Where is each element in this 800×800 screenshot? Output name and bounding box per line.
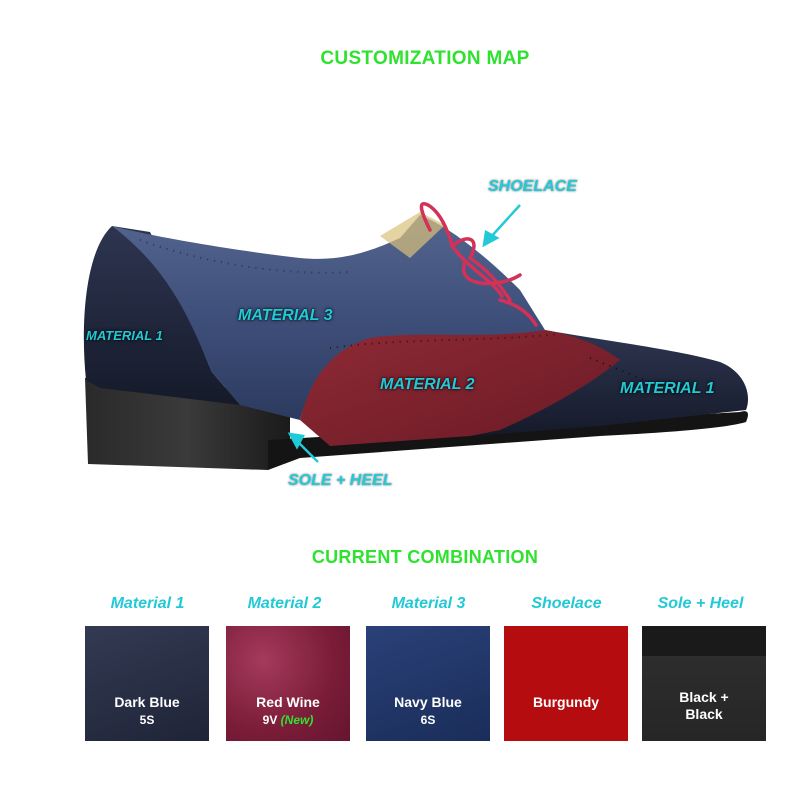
shoelace-drawing [419, 202, 538, 327]
swatch-name-line2: Black [685, 706, 723, 722]
upper-quarter [112, 215, 545, 420]
swatch-code: 9V [262, 713, 278, 727]
swatch-sole-heel: Black + Black [642, 626, 766, 741]
heel-counter [83, 226, 240, 405]
swatch-material-3: Navy Blue 6S [366, 626, 490, 741]
label-sole-heel: Sole + Heel [657, 595, 744, 612]
swatch-code-line: 9V (New) [226, 712, 350, 728]
combination-title: CURRENT COMBINATION [311, 547, 539, 567]
label-shoelace: Shoelace [531, 595, 602, 612]
callout-material-3: MATERIAL 3 [238, 307, 333, 324]
swatch-material-1: Dark Blue 5S [85, 626, 209, 741]
swatch-name: Burgundy [532, 694, 600, 710]
callout-arrows [287, 204, 521, 463]
callout-material-1-heel: MATERIAL 1 [86, 328, 163, 343]
label-material-1: Material 1 [110, 595, 185, 612]
swatch-shoelace: Burgundy [504, 626, 628, 741]
callout-shoelace: SHOELACE [488, 178, 577, 195]
swatch-name: Dark Blue [114, 694, 180, 710]
new-badge: (New) [280, 713, 314, 727]
page-title: CUSTOMIZATION MAP [320, 48, 530, 69]
swatch-code: 5S [139, 713, 155, 727]
sole [268, 411, 748, 470]
callout-material-2: MATERIAL 2 [380, 376, 475, 393]
swatch-name: Navy Blue [394, 694, 462, 710]
wingtip-suede [300, 330, 620, 446]
swatch-name: Red Wine [256, 694, 320, 710]
callout-sole-heel: SOLE + HEEL [288, 472, 393, 489]
label-material-2: Material 2 [247, 595, 322, 612]
swatch-name: Black + [679, 689, 729, 705]
swatch-code: 6S [420, 713, 436, 727]
shoe-illustration [83, 202, 749, 470]
label-material-3: Material 3 [391, 595, 466, 612]
callout-material-1-toe: MATERIAL 1 [620, 380, 715, 397]
swatch-material-2: Red Wine 9V (New) [226, 626, 350, 741]
